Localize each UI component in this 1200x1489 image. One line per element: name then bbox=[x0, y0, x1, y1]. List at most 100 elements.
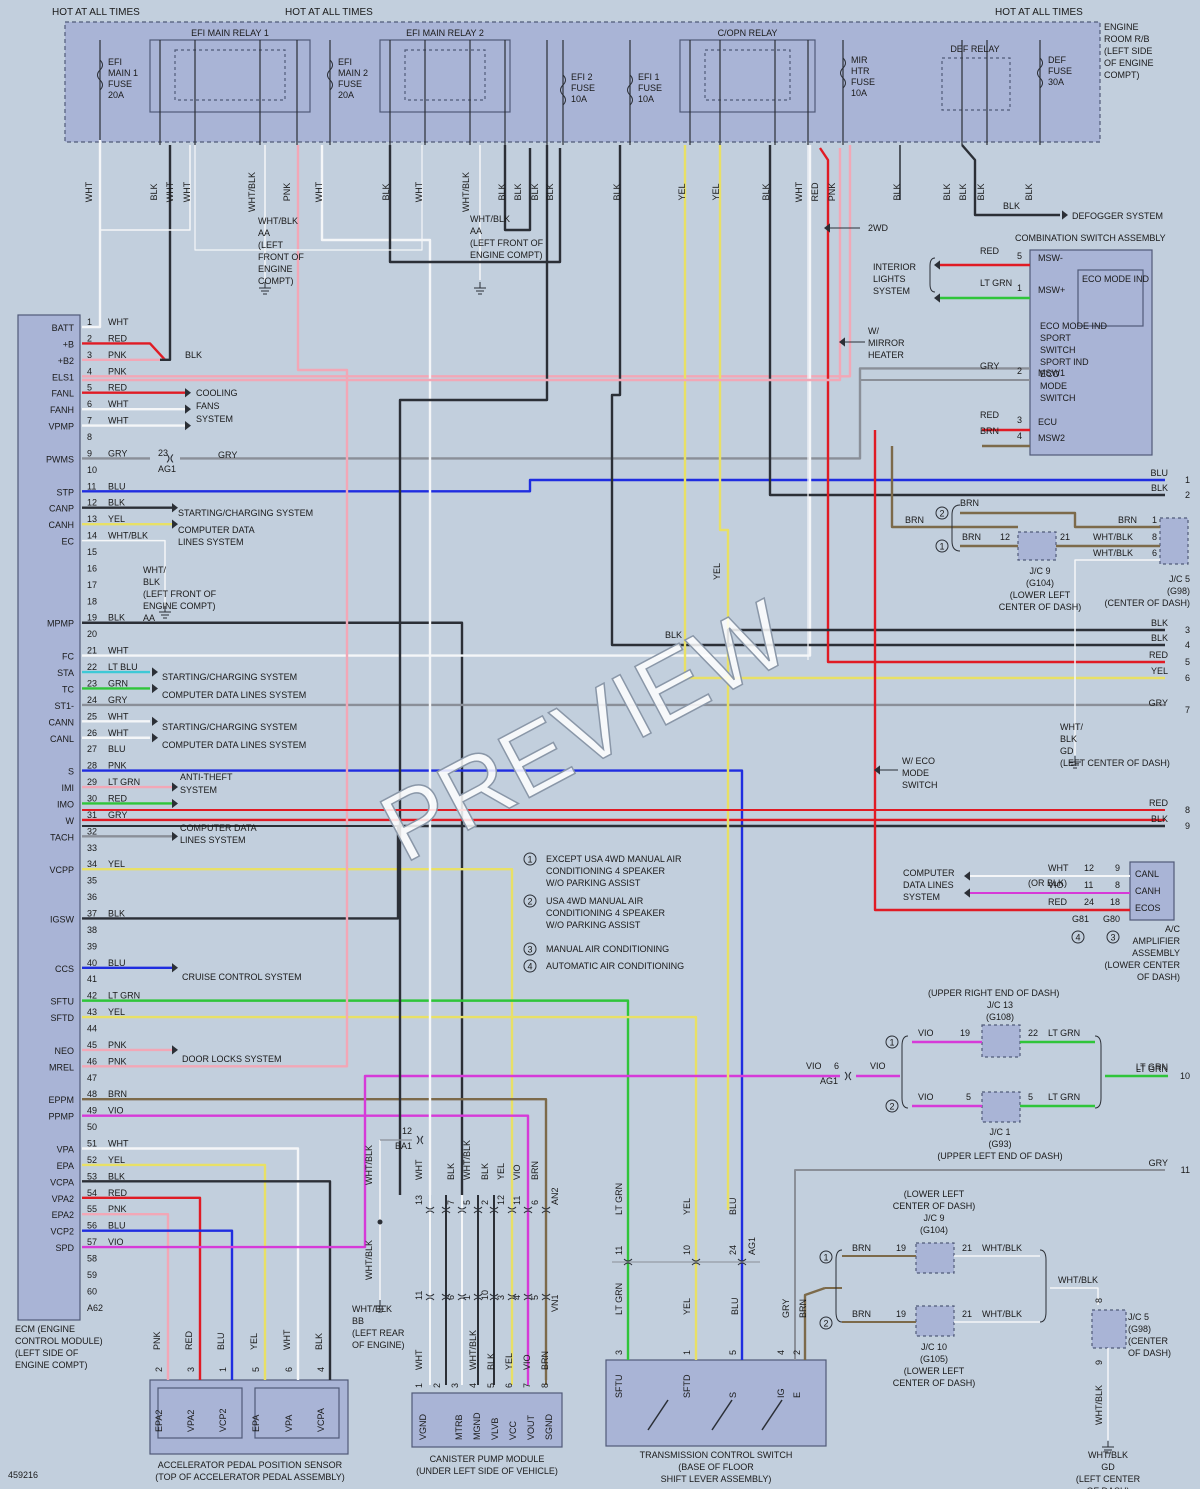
terminal-name: PWMS bbox=[46, 454, 74, 464]
wire-color-label: PNK bbox=[108, 1204, 127, 1214]
callout-number: 2 bbox=[823, 1319, 828, 1329]
label: (LEFT REAR bbox=[352, 1328, 405, 1338]
label: CENTER OF DASH) bbox=[893, 1201, 976, 1211]
arrow-icon bbox=[172, 1045, 178, 1055]
label: COMPUTER DATA LINES SYSTEM bbox=[162, 740, 306, 750]
connector-icon bbox=[523, 1206, 533, 1214]
label: (G108) bbox=[986, 1012, 1014, 1022]
label: BRN bbox=[1118, 515, 1137, 525]
wire-color-label: WHT/BLK bbox=[247, 172, 257, 212]
label: W/ ECO bbox=[902, 756, 935, 766]
label: ENGINE bbox=[258, 264, 293, 274]
ground-icon bbox=[374, 1300, 386, 1313]
arrow-icon bbox=[839, 337, 845, 347]
relay-box bbox=[379, 39, 511, 113]
wire-color-label: BLK bbox=[761, 183, 771, 200]
wire-color-label: BLU bbox=[108, 744, 126, 754]
ground-icon bbox=[159, 606, 171, 619]
label: 2WD bbox=[868, 223, 889, 233]
bracket bbox=[1039, 1249, 1047, 1323]
label: 1 bbox=[462, 1295, 472, 1300]
arrow-icon bbox=[152, 733, 158, 743]
callout-circle bbox=[523, 894, 537, 908]
label: WHT/BLK bbox=[470, 214, 510, 224]
wire-color-label: YEL bbox=[677, 183, 687, 200]
label: BLK bbox=[143, 577, 160, 587]
wire-wht-main2 bbox=[320, 145, 432, 1195]
arrow-icon bbox=[185, 404, 191, 414]
terminal-number: 60 bbox=[87, 1286, 97, 1296]
wire-color-label: PNK bbox=[108, 1040, 127, 1050]
wire-gry-11 bbox=[794, 1169, 1165, 1360]
label: CANISTER PUMP MODULE bbox=[430, 1454, 545, 1464]
wire-ecu-red bbox=[873, 430, 1130, 912]
wire-color-label: GRY bbox=[980, 361, 999, 371]
wire-color-label: BRN bbox=[530, 1161, 540, 1180]
label: 1 bbox=[1152, 515, 1157, 525]
terminal-number: 18 bbox=[87, 596, 97, 606]
terminal-number: 57 bbox=[87, 1237, 97, 1247]
wire-els1 bbox=[82, 145, 852, 378]
label: (LEFT SIDE bbox=[1104, 46, 1152, 56]
jc9b-connector bbox=[915, 1242, 955, 1274]
label: 20A bbox=[108, 90, 124, 100]
terminal-number: 31 bbox=[87, 810, 97, 820]
label: 10 bbox=[682, 1245, 692, 1255]
label: 6 bbox=[834, 1061, 839, 1071]
label: CENTER OF DASH) bbox=[893, 1378, 976, 1388]
label: CONTROL MODULE) bbox=[15, 1336, 103, 1346]
label: 5 bbox=[966, 1092, 971, 1102]
label: MIRROR bbox=[868, 338, 905, 348]
label: (LOWER CENTER bbox=[1104, 960, 1180, 970]
label: BLU bbox=[728, 1197, 738, 1215]
label: OF DASH) bbox=[1086, 1486, 1129, 1489]
app-sensor-half bbox=[157, 1387, 243, 1439]
label: STARTING/CHARGING SYSTEM bbox=[178, 508, 313, 518]
bracket bbox=[951, 504, 961, 552]
relay-inner bbox=[174, 49, 286, 101]
label: (UPPER LEFT END OF DASH) bbox=[937, 1151, 1062, 1161]
label: AMPLIFIER bbox=[1132, 936, 1180, 946]
label: SYSTEM bbox=[180, 785, 217, 795]
label: BLK bbox=[486, 1353, 496, 1370]
terminal-number: 42 bbox=[87, 991, 97, 1001]
wire-color-label: BLK bbox=[545, 183, 555, 200]
label: 2 bbox=[432, 1383, 442, 1388]
label: J/C 9 bbox=[1029, 566, 1050, 576]
wire-spd bbox=[82, 1074, 840, 1249]
relay-inner bbox=[404, 49, 486, 101]
terminal-number: 51 bbox=[87, 1139, 97, 1149]
component-boxes bbox=[17, 21, 1189, 1455]
relay-label: C/OPN RELAY bbox=[718, 28, 778, 38]
wire-color-label: GRY bbox=[1149, 1158, 1168, 1168]
terminal-number: 15 bbox=[87, 547, 97, 557]
connector-icon bbox=[425, 1206, 435, 1214]
terminal-number: 14 bbox=[87, 531, 97, 541]
terminal-number: 6 bbox=[87, 399, 92, 409]
wire-color-label: YEL bbox=[249, 1333, 259, 1350]
callout-number: 4 bbox=[527, 962, 532, 972]
wire-color-label: BLK bbox=[1024, 183, 1034, 200]
label: AN2 bbox=[550, 1187, 560, 1205]
callout-number: 2 bbox=[889, 1102, 894, 1112]
ground-icon bbox=[474, 282, 486, 295]
wires bbox=[82, 40, 1168, 1440]
pin-number: 3 bbox=[1017, 415, 1022, 425]
connector-icon bbox=[166, 454, 174, 463]
connector-icon bbox=[425, 1293, 435, 1301]
hot-label: HOT AT ALL TIMES bbox=[995, 7, 1083, 18]
arrow-icon bbox=[152, 667, 158, 677]
label: 12 bbox=[1000, 532, 1010, 542]
label: J/C 10 bbox=[921, 1342, 947, 1352]
label: AG1 bbox=[820, 1076, 838, 1086]
label: COMPT) bbox=[258, 276, 294, 286]
wire-color-label: PNK bbox=[827, 183, 837, 202]
wire-vpa bbox=[82, 1147, 300, 1380]
terminal-name: EPPM bbox=[48, 1095, 74, 1105]
label: (LOWER LEFT bbox=[904, 1366, 965, 1376]
terminal-number: 26 bbox=[87, 728, 97, 738]
label: W/O PARKING ASSIST bbox=[546, 920, 641, 930]
terminal-name: FC bbox=[62, 652, 74, 662]
label: CONDITIONING 4 SPEAKER bbox=[546, 866, 666, 876]
jc5b-connector bbox=[1091, 1309, 1127, 1349]
